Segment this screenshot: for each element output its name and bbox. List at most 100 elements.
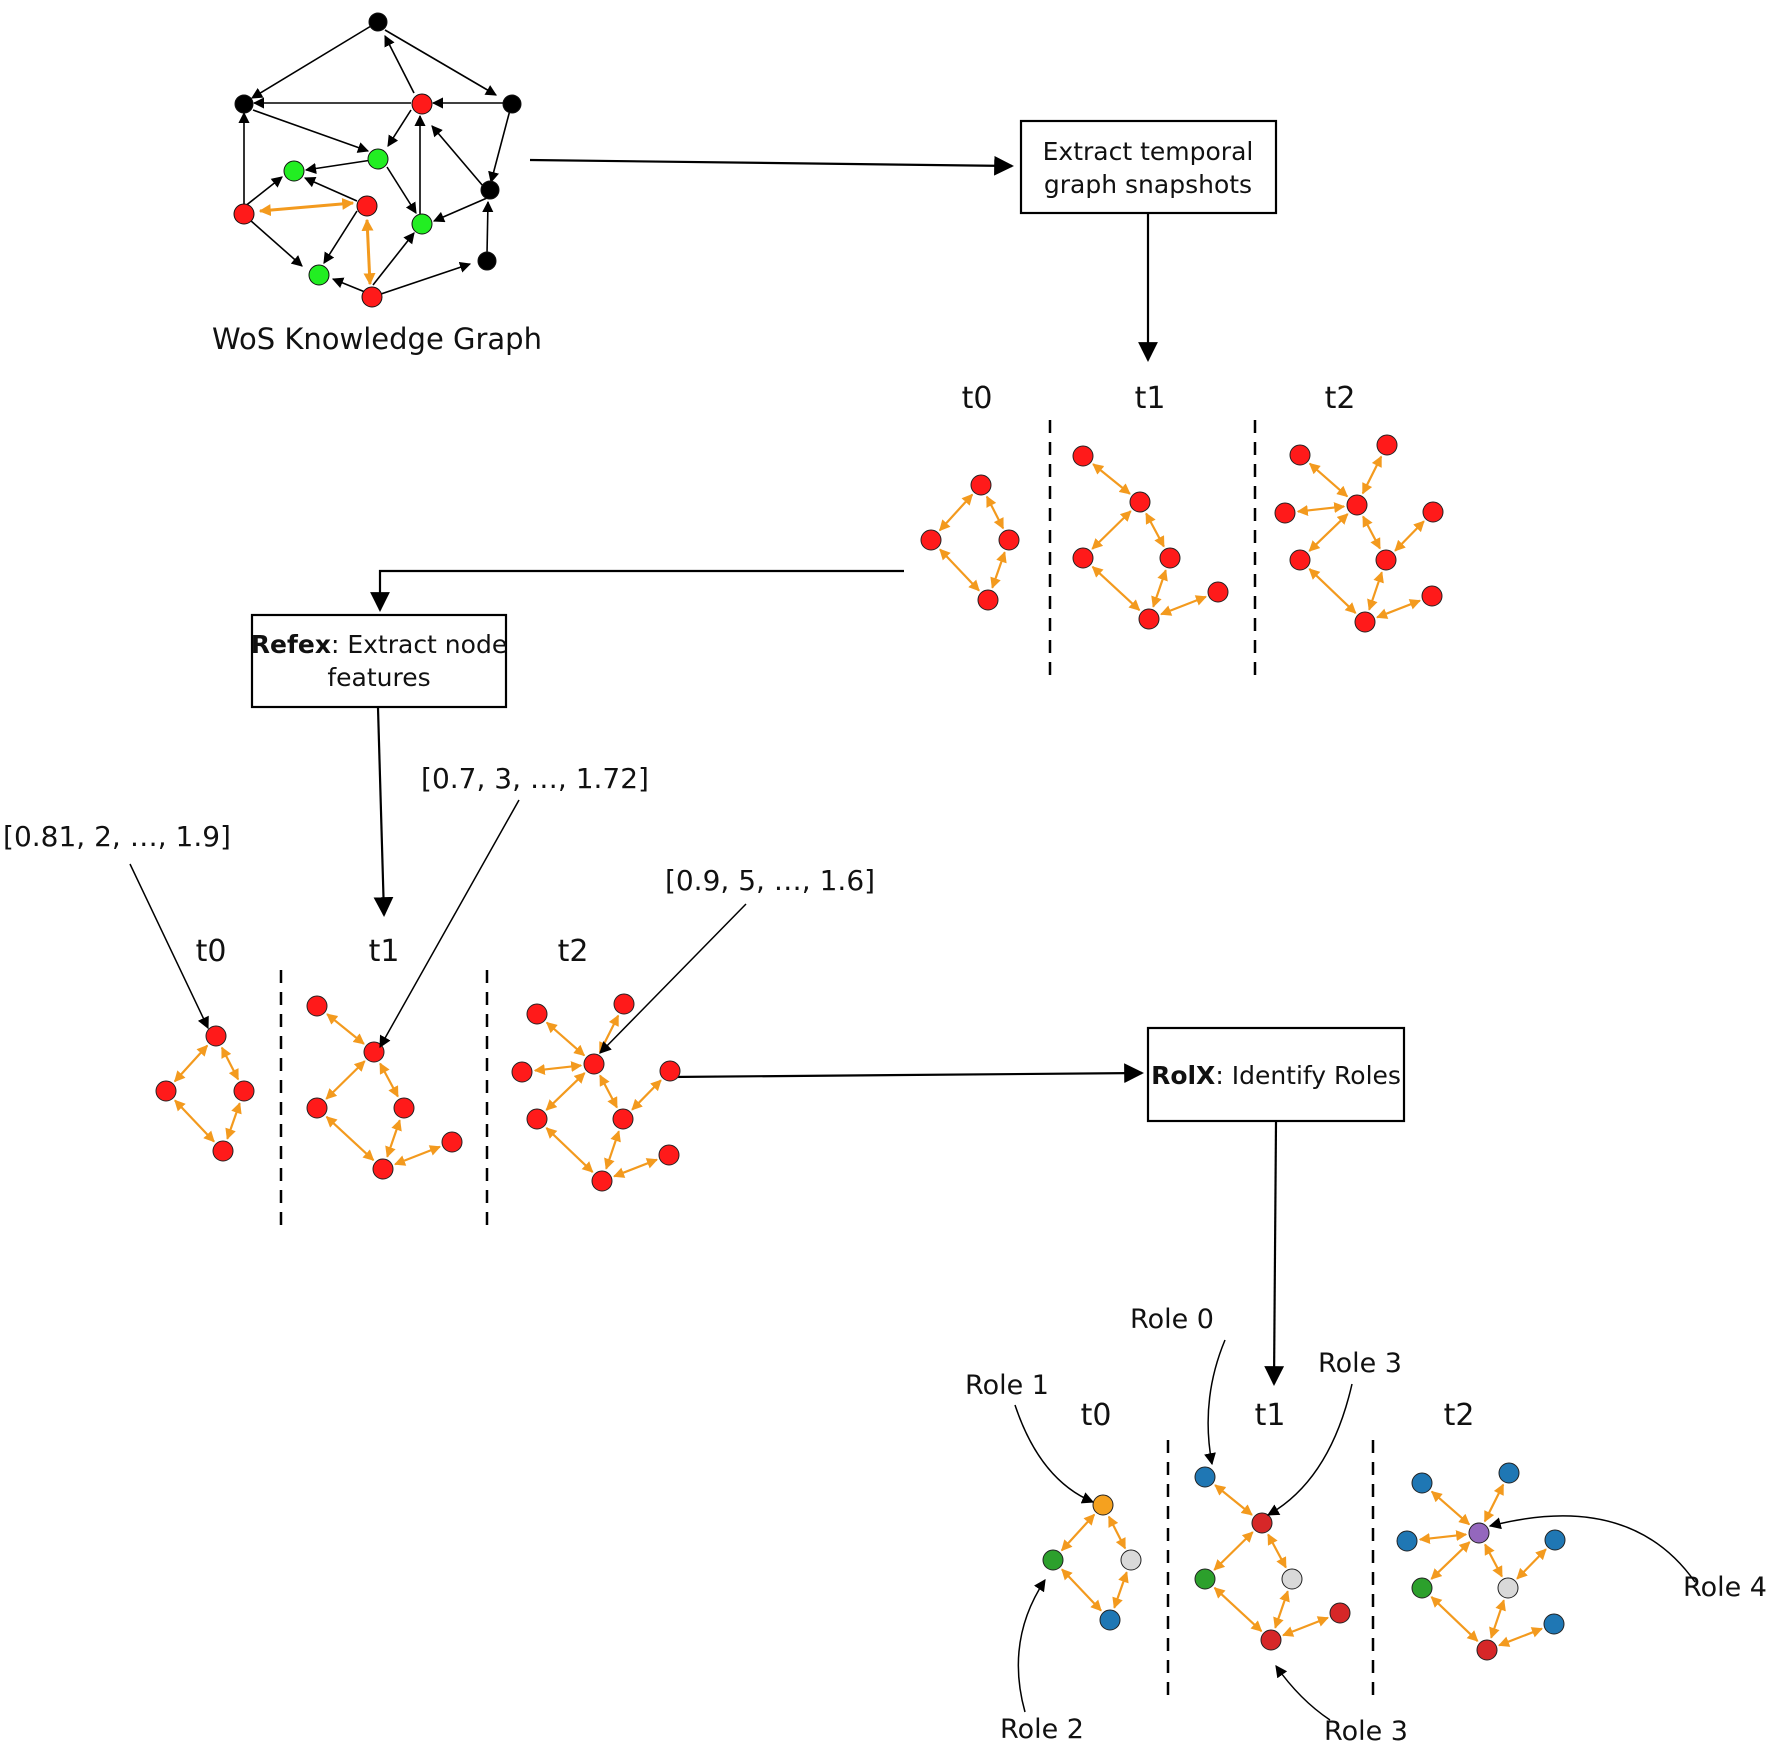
snapshot-label-t1: t1 — [1135, 381, 1166, 416]
graph-edge — [394, 1145, 441, 1166]
graph-edge — [1430, 1490, 1471, 1526]
refex-line-1: Refex: Extract node — [251, 630, 507, 659]
graph-edge — [1213, 1531, 1254, 1571]
graph-edge — [1418, 1530, 1468, 1544]
graph-edge — [1308, 462, 1349, 498]
graph-node — [1289, 549, 1311, 571]
role-4-label: Role 4 — [1683, 1572, 1767, 1603]
snapshot-edges — [938, 455, 1425, 619]
roles-label-t0: t0 — [1081, 1398, 1112, 1433]
graph-edge — [599, 1074, 618, 1109]
role-4-callout — [1488, 1515, 1696, 1583]
flow-arrows — [370, 155, 1285, 1386]
rolx-rest: : Identify Roles — [1215, 1061, 1401, 1090]
graph-node — [1396, 1530, 1418, 1552]
refex-line-2: features — [327, 663, 430, 692]
role-3-bottom-callout — [1275, 1665, 1331, 1721]
graph-node — [1159, 547, 1181, 569]
graph-edge — [1489, 1599, 1506, 1639]
graph-node — [1421, 585, 1443, 607]
graph-node — [659, 1060, 681, 1082]
graph-edge — [1430, 1541, 1471, 1580]
graph-edge — [613, 1158, 658, 1178]
graph-edge — [1296, 502, 1346, 516]
graph-node — [1281, 1568, 1303, 1590]
graph-node — [613, 993, 635, 1015]
graph-edge — [225, 1102, 242, 1140]
graph-node — [1346, 494, 1368, 516]
role-3-top-label: Role 3 — [1318, 1348, 1402, 1379]
graph-node — [1376, 434, 1398, 456]
role-3-top-callout — [1266, 1383, 1353, 1516]
graph-node — [526, 1003, 548, 1025]
graph-node — [1138, 608, 1160, 630]
graph-edge — [598, 1014, 620, 1054]
role-2-label: Role 2 — [1000, 1714, 1084, 1745]
graph-node — [1072, 547, 1094, 569]
graph-edge — [1376, 599, 1421, 619]
graph-node — [526, 1108, 548, 1130]
callout-t2 — [599, 903, 747, 1054]
graph-edge — [545, 1021, 586, 1057]
graph-edge — [1213, 1587, 1263, 1632]
graph-node — [970, 474, 992, 496]
graph-node — [1092, 1494, 1114, 1516]
graph-edge — [385, 1119, 402, 1158]
feature-vector-t2: [0.9, 5, …, 1.6] — [665, 864, 875, 897]
arrow-refex-to-features — [373, 707, 394, 917]
arrow-features-to-rolx — [669, 1063, 1144, 1084]
graph-edge — [1308, 513, 1349, 552]
graph-node — [1375, 549, 1397, 571]
graph-node — [1099, 1609, 1121, 1631]
graph-node — [1543, 1613, 1565, 1635]
graph-node — [1207, 581, 1229, 603]
graph-node — [612, 1108, 634, 1130]
graph-node — [1072, 445, 1094, 467]
graph-edge — [1362, 515, 1381, 550]
features-label-t0: t0 — [196, 934, 227, 969]
graph-edge — [1145, 512, 1165, 548]
graph-node — [658, 1144, 680, 1166]
callout-t1 — [379, 799, 520, 1049]
graph-node — [1194, 1568, 1216, 1590]
graph-edge — [1273, 1590, 1290, 1629]
roles-label-t1: t1 — [1255, 1398, 1286, 1433]
graph-edge — [1107, 1515, 1127, 1550]
graph-edge — [1151, 569, 1168, 608]
graph-edge — [1282, 1616, 1329, 1637]
roles-nodes — [1042, 1462, 1566, 1661]
arrow-rolx-to-roles — [1264, 1121, 1285, 1386]
graph-edge — [1516, 1548, 1547, 1580]
graph-node — [1354, 611, 1376, 633]
rolx-bold: RolX — [1151, 1061, 1215, 1090]
role-1-label: Role 1 — [965, 1370, 1049, 1401]
graph-node — [1129, 491, 1151, 513]
graph-node — [1497, 1577, 1519, 1599]
graph-edge — [1160, 595, 1207, 616]
graph-edge — [545, 1072, 586, 1111]
graph-edge — [1267, 1533, 1287, 1569]
callout-t0 — [129, 863, 209, 1030]
graph-edge — [1091, 566, 1141, 611]
graph-edge — [1091, 510, 1132, 550]
graph-node — [1498, 1462, 1520, 1484]
graph-node — [977, 589, 999, 611]
kg-nodes — [233, 12, 522, 308]
graph-edge — [1483, 1483, 1505, 1523]
roles-label-t2: t2 — [1444, 1398, 1475, 1433]
graph-edge — [325, 1060, 366, 1100]
graph-edge — [1308, 568, 1357, 614]
refex-rest: : Extract node — [331, 630, 507, 659]
role-0-label: Role 0 — [1130, 1304, 1214, 1335]
features-edges — [173, 1013, 662, 1178]
graph-edge — [1367, 571, 1384, 611]
rolx-line: RolX: Identify Roles — [1151, 1061, 1401, 1090]
arrow-snapshots-to-refex — [370, 569, 904, 612]
feature-vector-t1: [0.7, 3, …, 1.72] — [421, 762, 649, 795]
graph-edge — [1060, 1513, 1096, 1552]
kg-orange-edges — [258, 197, 376, 286]
graph-node — [1411, 1472, 1433, 1494]
graph-edge — [379, 1062, 399, 1098]
snapshots-features: t0 t1 t2 [0.81, 2, …, 1.9] [0.7, 3, …, 1… — [3, 762, 875, 1232]
